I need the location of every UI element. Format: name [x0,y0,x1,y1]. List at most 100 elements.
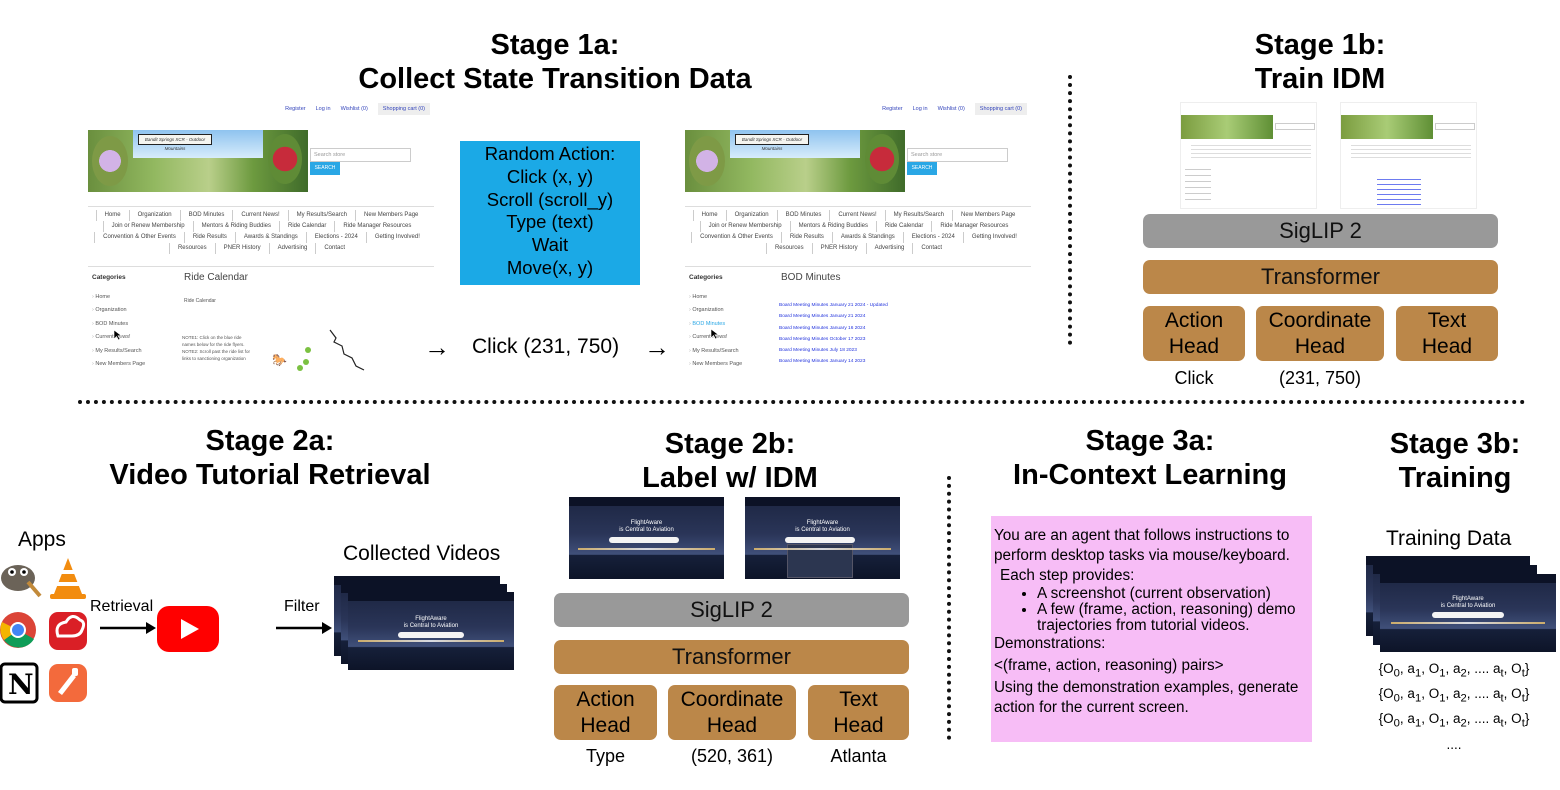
nav-item[interactable]: Getting Involved! [962,232,1025,243]
prompt-closing: Using the demonstration examples, genera… [994,679,1299,716]
nav-item[interactable]: Join or Renew Membership [699,221,790,232]
hero-subtitle: is Central to Aviation [1440,603,1496,609]
nav-item[interactable]: Convention & Other Events [94,232,184,243]
nav-item[interactable]: PNER History [811,243,866,254]
category-item[interactable]: Home [689,291,742,304]
head-label: Action Head [1164,308,1224,358]
nav-item[interactable]: Ride Results [780,232,832,243]
siglip-encoder-block: SigLIP 2 [554,593,909,627]
filter-arrow-icon [276,622,332,634]
register-link[interactable]: Register [285,106,306,112]
nav-item[interactable]: Current News! [829,210,884,221]
nav-item[interactable]: New Members Page [355,210,426,221]
nav-item[interactable]: Resources [765,243,812,254]
minutes-links: Board Meeting Minutes January 21 2024 - … [779,300,888,368]
category-item[interactable]: Organization [689,304,742,317]
minutes-link[interactable]: Board Meeting Minutes January 21 2024 - … [779,303,888,308]
nav-item[interactable]: Ride Results [183,232,235,243]
action-head: Action Head [1143,306,1245,361]
nav-item[interactable]: New Members Page [952,210,1023,221]
nav-item[interactable]: Awards & Standings [831,232,903,243]
search-button[interactable]: SEARCH [907,162,937,175]
coordinate-head: Coordinate Head [668,685,796,740]
shopping-cart-link[interactable]: Shopping cart (0) [377,103,430,115]
nav-item[interactable]: BOD Minutes [776,210,830,221]
hero-title: FlightAware [1452,596,1484,602]
nav-item[interactable]: Home [95,210,129,221]
training-data-label: Training Data [1386,527,1512,550]
nav-item[interactable]: Elections - 2024 [305,232,366,243]
nav-item[interactable]: Advertising [865,243,913,254]
shopping-cart-link[interactable]: Shopping cart (0) [974,103,1027,115]
nav-item[interactable]: Advertising [268,243,316,254]
nav-item[interactable]: Elections - 2024 [902,232,963,243]
nav-item[interactable]: Ride Calendar [876,221,931,232]
category-item[interactable]: Home [92,291,145,304]
nav-item[interactable]: Join or Renew Membership [102,221,193,232]
nav-item[interactable]: Getting Involved! [365,232,428,243]
category-item[interactable]: Organization [92,304,145,317]
stage-label: Stage 3a: [1085,425,1215,457]
search-input[interactable]: Search store [310,148,411,162]
nav-item[interactable]: My Results/Search [884,210,952,221]
search-button[interactable]: SEARCH [310,162,340,175]
hero-subtitle: is Central to Aviation [795,527,850,533]
category-item[interactable]: My Results/Search [689,345,742,358]
stage-3b-title: Stage 3b: Training [1370,427,1540,495]
creative-cloud-icon [49,612,87,650]
nav-item[interactable]: Home [692,210,726,221]
nav-item[interactable]: Ride Manager Resources [931,221,1016,232]
nav-item[interactable]: Contact [315,243,353,254]
minutes-link[interactable]: Board Meeting Minutes January 14 2023 [779,359,866,365]
wishlist-link[interactable]: Wishlist (0) [937,106,965,112]
nav-item[interactable]: Mentors & Riding Buddies [789,221,876,232]
action-box-title: Random Action: [484,143,616,164]
search-input[interactable]: Search store [907,148,1008,162]
nav-item[interactable]: Resources [168,243,215,254]
login-link[interactable]: Log in [912,106,928,112]
prompt-bullet: A few (frame, action, reasoning) demo tr… [1037,602,1309,634]
nav-item[interactable]: Organization [725,210,777,221]
nav-item[interactable]: Awards & Standings [234,232,306,243]
category-item[interactable]: New Members Page [689,358,742,371]
minutes-link[interactable]: Board Meeting Minutes October 17 2023 [779,336,866,342]
prompt-bullets: A screenshot (current observation) A few… [994,586,1309,634]
stage-subtitle: Collect State Transition Data [358,63,752,95]
nav-item[interactable]: Contact [912,243,950,254]
nav-item[interactable]: PNER History [214,243,269,254]
minutes-link[interactable]: Board Meeting Minutes January 21 2024 [779,314,866,320]
stage-label: Stage 2b: [664,428,796,460]
nav-item[interactable]: Current News! [232,210,287,221]
category-item[interactable]: Current News! [92,331,145,344]
prompt-bullet: A screenshot (current observation) [1037,586,1309,602]
nav-item[interactable]: My Results/Search [287,210,355,221]
category-item[interactable]: My Results/Search [92,345,145,358]
nav-item[interactable]: BOD Minutes [179,210,233,221]
category-item[interactable]: New Members Page [92,358,145,371]
nav-item[interactable]: Ride Manager Resources [334,221,419,232]
coordinate-output: (231, 750) [1278,368,1362,388]
minutes-link[interactable]: Board Meeting Minutes July 18 2023 [779,348,857,354]
wishlist-link[interactable]: Wishlist (0) [340,106,368,112]
text-head: Text Head [1396,306,1498,361]
stage-subtitle: Train IDM [1254,63,1386,95]
register-link[interactable]: Register [882,106,903,112]
stage-1b-title: Stage 1b: Train IDM [1180,28,1460,96]
stage-subtitle: Training [1398,462,1512,494]
nav-item[interactable]: Mentors & Riding Buddies [192,221,279,232]
app-icons: N [0,558,87,704]
nav-item[interactable]: Convention & Other Events [691,232,781,243]
category-item-active[interactable]: BOD Minutes [689,318,742,331]
login-link[interactable]: Log in [315,106,331,112]
ride-notes: NOTE1: Click on the blue ride names belo… [182,334,256,362]
category-item[interactable]: Current News! [689,331,742,344]
mouse-cursor-icon [113,329,123,341]
svg-text:🐎: 🐎 [272,353,287,367]
nav-item[interactable]: Organization [128,210,180,221]
minutes-link[interactable]: Board Meeting Minutes January 16 2024 [779,325,866,331]
divider-horizontal [78,400,1526,404]
nav-item[interactable]: Ride Calendar [279,221,334,232]
transition-action-label: Click (231, 750) [472,335,620,358]
category-item[interactable]: BOD Minutes [92,318,145,331]
